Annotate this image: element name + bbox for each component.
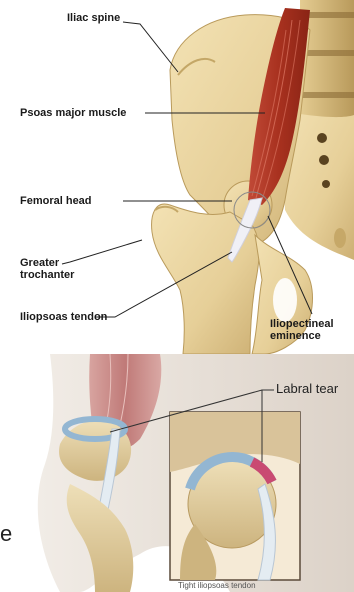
label-iliopectineal-eminence: Iliopectineal eminence xyxy=(270,318,334,343)
label-greater-trochanter: Greater trochanter xyxy=(20,257,74,282)
label-femoral-head: Femoral head xyxy=(20,195,92,207)
label-psoas-major-muscle: Psoas major muscle xyxy=(20,107,126,119)
label-iliopsoas-tendon: Iliopsoas tendon xyxy=(20,311,107,323)
hip-anatomy-drawing xyxy=(0,0,354,354)
label-iliac-spine: Iliac spine xyxy=(67,12,120,24)
labral-tear-illustration: Labral tear Tight iliopsoas tendon e xyxy=(0,354,354,592)
stray-character: e xyxy=(0,522,12,547)
label-labral-tear: Labral tear xyxy=(276,382,338,397)
caption-tight-iliopsoas-tendon: Tight iliopsoas tendon xyxy=(178,582,256,591)
hip-anatomy-illustration: Iliac spine Psoas major muscle Femoral h… xyxy=(0,0,354,354)
